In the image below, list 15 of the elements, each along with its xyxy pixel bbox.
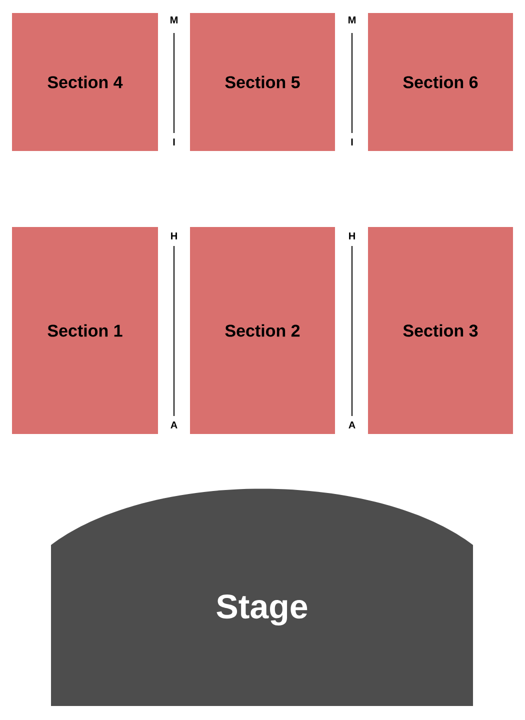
row-letter: I (351, 138, 353, 146)
section-block: Section 3 (368, 227, 513, 434)
section-block: Section 5 (190, 13, 335, 151)
row-letter: A (348, 422, 356, 428)
section-block: Section 1 (12, 227, 158, 434)
row-letter: M (348, 16, 356, 24)
section-block: Section 4 (12, 13, 158, 151)
section-block: Section 6 (368, 13, 513, 151)
row-letter: H (171, 232, 177, 240)
section-block: Section 2 (190, 227, 335, 434)
row-letter: I (173, 138, 175, 146)
row-letter: A (170, 422, 178, 428)
row-letter: M (170, 16, 178, 24)
row-letter: H (349, 232, 355, 240)
stage: Stage (51, 488, 473, 706)
